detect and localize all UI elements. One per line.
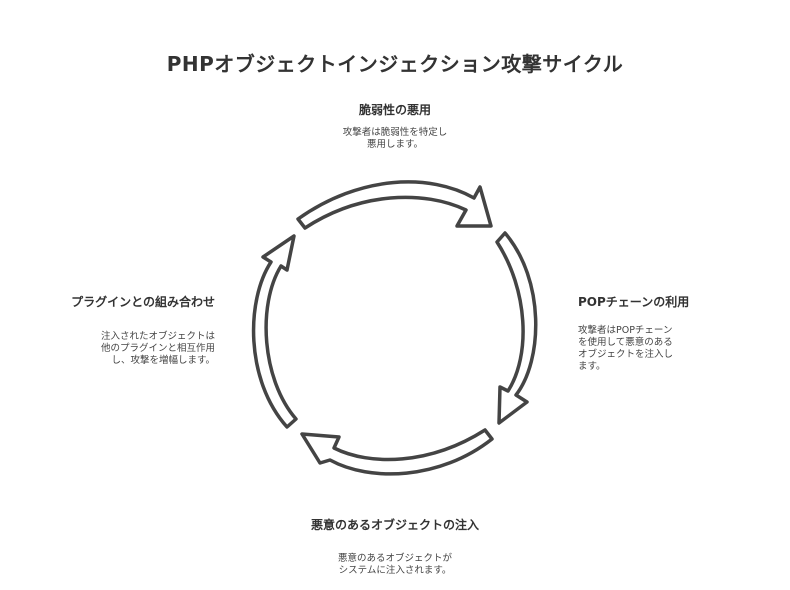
description-line: を使用して悪意のある [578,337,673,348]
description-line: オブジェクトを注入し [578,349,674,360]
stage-heading-plugin-combination: プラグインとの組み合わせ [71,295,215,309]
description-line: システムに注入されます。 [338,565,452,576]
diagram-title: PHPオブジェクトインジェクション攻撃サイクル [166,52,624,76]
stage-description-plugin-combination: 注入されたオブジェクトは 他のプラグインと相互作用 し、攻撃を増幅します。 [80,331,215,367]
description-line: 注入されたオブジェクトは [100,331,215,342]
description-line: し、攻撃を増幅します。 [111,355,215,366]
description-line: 悪意のあるオブジェクトが [337,553,452,564]
description-line: 攻撃者はPOPチェーン [578,325,673,336]
stage-description-injection: 悪意のあるオブジェクトが システムに注入されます。 [320,553,470,577]
description-line: 悪用します。 [366,139,424,150]
cycle-arrow-bottom [300,428,494,476]
cycle-arrow-top [296,180,493,230]
stage-heading-injection: 悪意のあるオブジェクトの注入 [310,518,479,532]
cycle-arrow-left [251,234,298,429]
stage-heading-pop-chain: POPチェーンの利用 [578,295,690,309]
description-line: 他のプラグインと相互作用 [100,343,215,354]
cycle-arrow-right [495,231,538,425]
stage-heading-vulnerability: 脆弱性の悪用 [358,103,431,117]
stage-description-pop-chain: 攻撃者はPOPチェーン を使用して悪意のある オブジェクトを注入し ます。 [578,325,688,373]
stage-description-vulnerability: 攻撃者は脆弱性を特定し 悪用します。 [330,127,460,151]
description-line: 攻撃者は脆弱性を特定し [342,127,448,138]
description-line: ます。 [578,361,606,372]
